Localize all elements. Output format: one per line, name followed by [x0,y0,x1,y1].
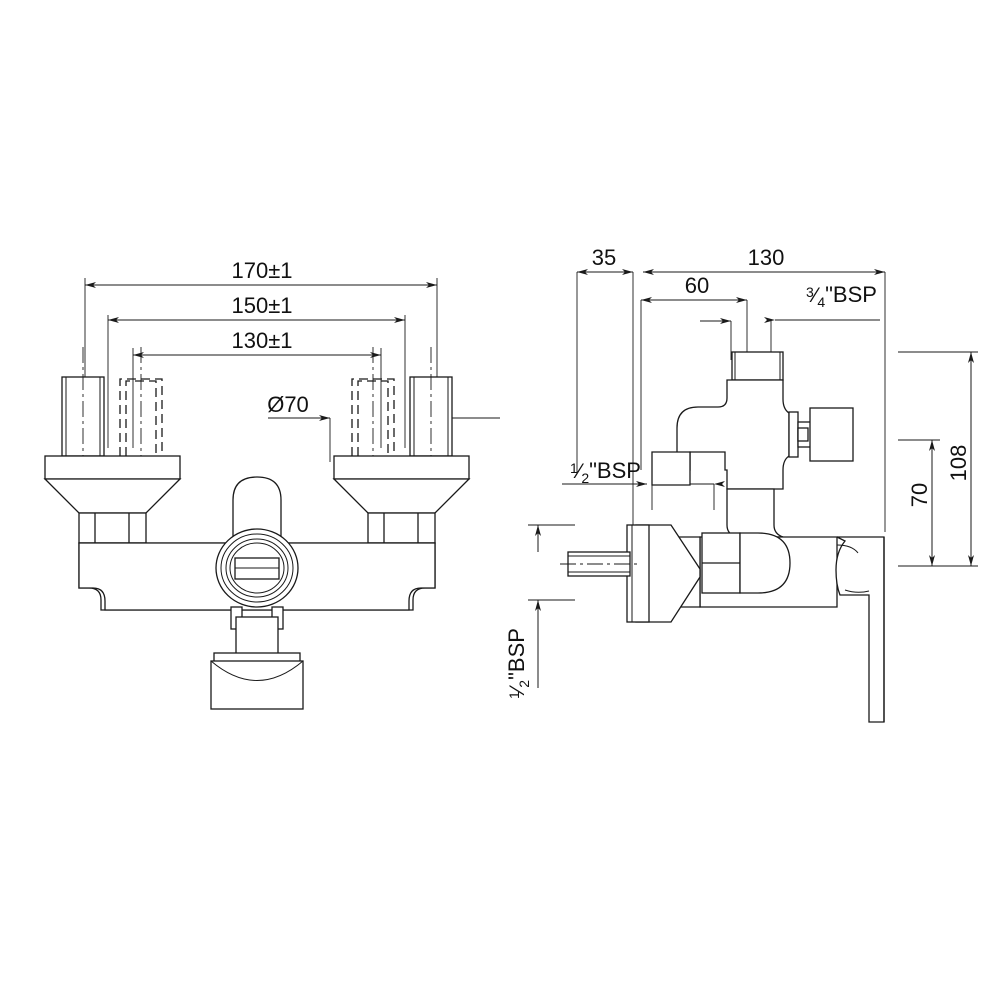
dimension-text-108: 108 [946,445,971,482]
center-lever-handle [215,476,299,608]
thread-label-12-bsp-lower-leader [528,524,575,688]
dimension-70 [898,439,940,566]
thread-label-12-bsp-upper: 1⁄2"BSP [570,458,641,486]
thread-12u-numerator: 1 [570,460,578,476]
thread-34-suffix: "BSP [825,282,877,307]
svg-text:1⁄2"BSP: 1⁄2"BSP [570,458,641,486]
thread-12l-numerator: 1 [506,691,522,699]
dimension-text-170: 170±1 [231,258,292,283]
thread-12u-suffix: "BSP [589,458,641,483]
dimension-35 [576,269,634,560]
thread-12l-denominator: 2 [516,680,532,688]
dimension-130 [132,348,382,448]
thread-34-denominator: 4 [817,294,825,310]
dimension-text-130: 130±1 [231,328,292,353]
side-view-group [528,269,978,723]
thread-12u-denominator: 2 [581,470,589,486]
thread-34-numerator: 3 [806,284,814,300]
left-tap-assembly [43,347,182,544]
svg-text:1⁄2"BSP: 1⁄2"BSP [504,628,532,699]
dimension-text-60: 60 [685,273,709,298]
front-view-group [43,278,500,710]
right-tap-assembly [332,347,471,544]
thread-12l-suffix: "BSP [504,628,529,680]
dimension-130-horizontal [643,269,886,532]
thread-label-12-bsp-upper-leader [562,481,725,510]
dimension-text-70: 70 [907,483,932,507]
thread-label-34-bsp-leader [764,317,880,360]
dimension-108 [898,351,978,567]
mixer-body-side [560,351,885,723]
thread-label-12-bsp-lower: 1⁄2"BSP [504,628,532,699]
dimension-150 [107,315,406,448]
dimension-inner-small [700,318,732,360]
dimension-text-150: 150±1 [231,293,292,318]
dimension-60 [640,297,748,470]
svg-text:3⁄4"BSP: 3⁄4"BSP [806,282,877,310]
thread-label-34-bsp: 3⁄4"BSP [806,282,877,310]
dimension-text-35: 35 [592,245,616,270]
dimension-text-130h: 130 [748,245,785,270]
outlet-spout-front [210,606,304,710]
dimension-text-dia70: Ø70 [267,392,309,417]
